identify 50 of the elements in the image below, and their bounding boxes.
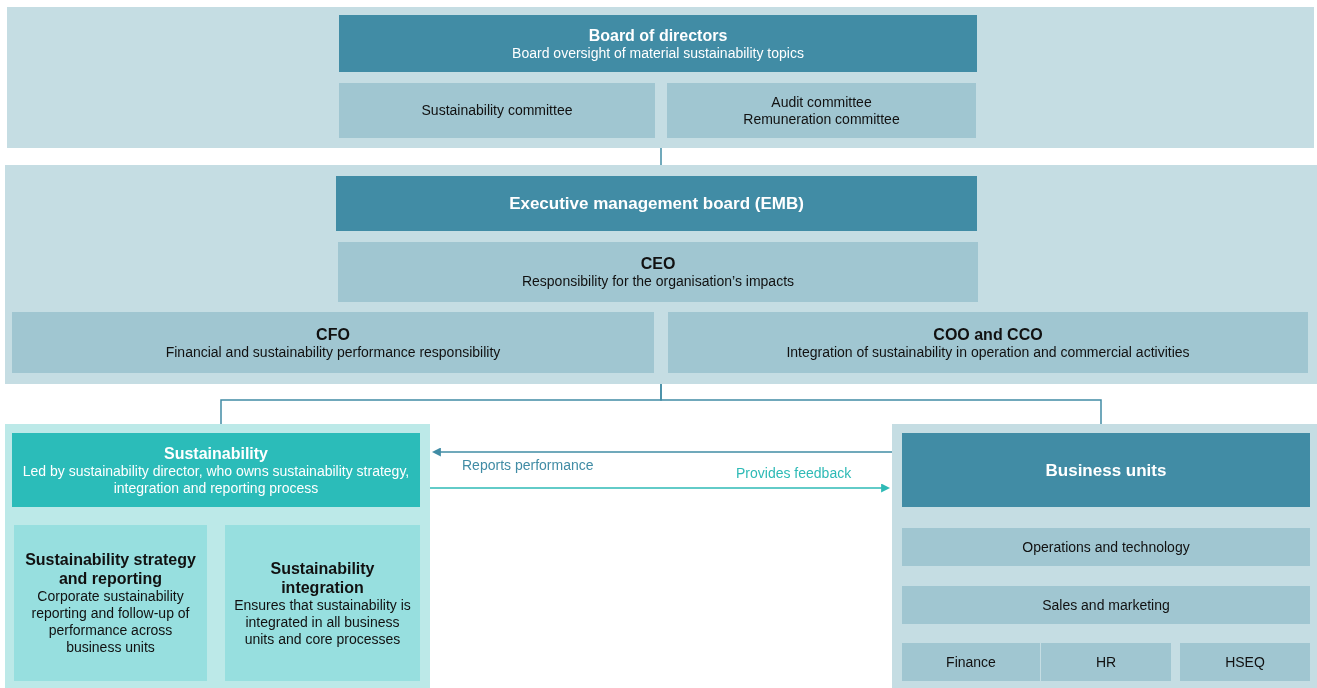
arrow bbox=[431, 447, 893, 457]
edge-label: Provides feedback bbox=[736, 465, 852, 481]
box-text: HSEQ bbox=[1225, 653, 1265, 671]
org-box bbox=[12, 312, 654, 373]
org-box bbox=[14, 525, 207, 681]
box-heading: Sustainability strategy and reporting bbox=[24, 550, 197, 588]
box-text: Ensures that sustainability is integrated in all business units and core processes bbox=[233, 596, 412, 648]
arrow bbox=[429, 483, 891, 493]
org-box bbox=[12, 433, 420, 507]
org-box bbox=[902, 433, 1310, 507]
box-heading: Board of directors bbox=[588, 25, 728, 45]
panel-background bbox=[5, 424, 430, 688]
panel-background bbox=[5, 165, 1317, 384]
connector-line bbox=[660, 147, 662, 166]
connector-line bbox=[660, 383, 1102, 425]
org-box bbox=[1180, 643, 1310, 681]
box-text: Finance bbox=[946, 653, 996, 671]
org-box bbox=[339, 15, 977, 72]
box-text: Led by sustainability director, who owns sustainability strategy, integration and reporting process bbox=[21, 462, 411, 497]
org-box bbox=[902, 643, 1040, 681]
org-box bbox=[667, 83, 976, 138]
org-box bbox=[902, 586, 1310, 624]
org-box bbox=[668, 312, 1308, 373]
box-heading: Sustainability bbox=[164, 443, 268, 463]
org-box bbox=[339, 83, 655, 138]
box-heading: Sustainability integration bbox=[269, 558, 376, 597]
box-heading: Executive management board (EMB) bbox=[509, 194, 804, 213]
box-text: Financial and sustainability performance responsibility bbox=[165, 343, 501, 361]
panel-background bbox=[892, 424, 1317, 688]
box-heading: Business units bbox=[1045, 460, 1167, 480]
panel-background bbox=[7, 7, 1314, 148]
box-text: Board oversight of material sustainability topics bbox=[512, 44, 804, 62]
box-text: Corporate sustainability reporting and follow-up of performance across business units bbox=[30, 588, 191, 656]
edge-label: Reports performance bbox=[462, 457, 594, 473]
org-box bbox=[225, 525, 420, 681]
org-box bbox=[338, 242, 978, 302]
org-box bbox=[902, 528, 1310, 566]
box-text: Sales and marketing bbox=[1042, 596, 1170, 614]
box-text: Remuneration committee bbox=[743, 110, 900, 128]
box-text: HR bbox=[1095, 653, 1117, 671]
box-text: Integration of sustainability in operation and commercial activities bbox=[786, 343, 1190, 361]
box-text: Audit committee bbox=[771, 93, 872, 111]
box-heading: CEO bbox=[640, 254, 676, 273]
org-box bbox=[1041, 643, 1171, 681]
box-text: Operations and technology bbox=[1022, 538, 1190, 556]
box-text: Sustainability committee bbox=[421, 102, 573, 119]
box-heading: COO and CCO bbox=[933, 324, 1043, 344]
box-heading: CFO bbox=[316, 324, 350, 344]
box-text: Responsibility for the organisation’s impacts bbox=[521, 273, 795, 290]
org-box bbox=[336, 176, 977, 231]
